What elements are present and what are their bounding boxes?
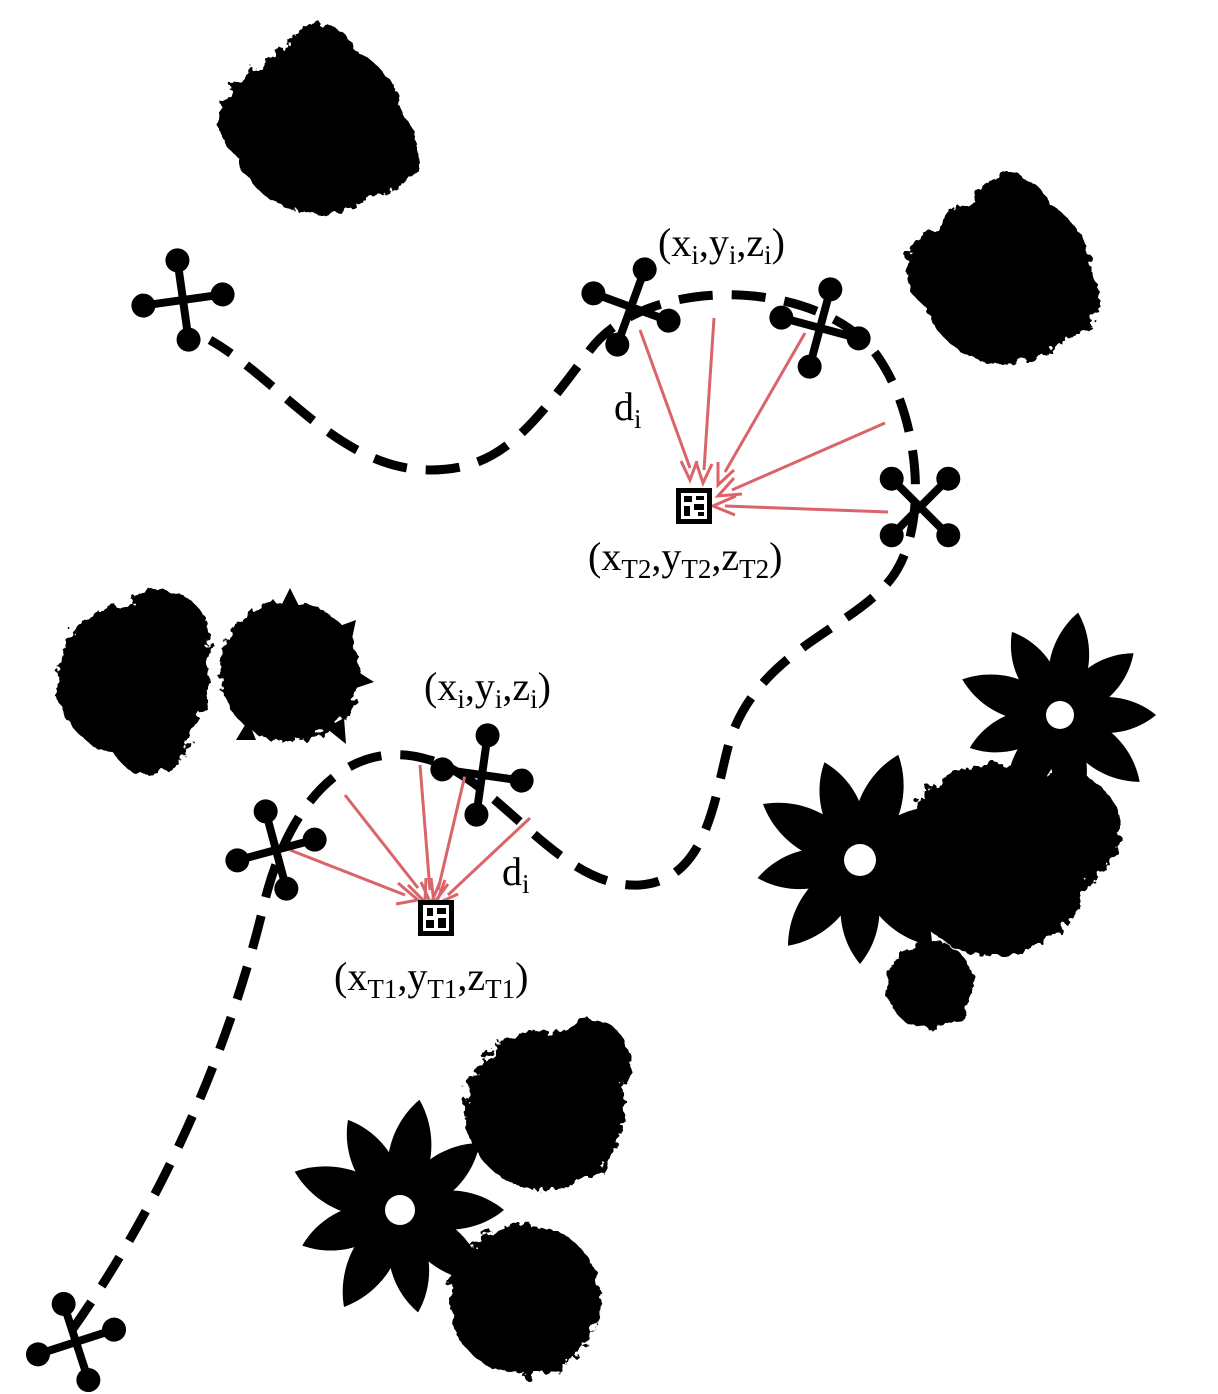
quadcopter-icon	[879, 466, 961, 548]
target1-position-label: (xT1,yT1,zT1)	[334, 954, 528, 1004]
measurement-rays-t1	[289, 764, 532, 908]
tree-canopy-icon	[752, 609, 1156, 1029]
tree-canopy-icon	[220, 588, 374, 744]
measurement-rays-t2	[638, 317, 889, 517]
quadcopter-icon	[25, 1291, 127, 1393]
tree-canopy-icon	[218, 24, 418, 214]
drone-position-label-upper: (xi,yi,zi)	[658, 220, 785, 270]
tree-canopy-icon	[287, 1020, 630, 1376]
distance-label-lower: di	[502, 849, 530, 899]
drone-position-label-lower: (xi,yi,zi)	[424, 664, 551, 714]
quadcopter-icon	[769, 277, 871, 379]
quadcopter-icon	[131, 248, 235, 352]
quadcopter-icon	[430, 723, 534, 827]
aruco-marker-icon	[418, 900, 454, 936]
distance-label-upper: di	[614, 384, 642, 434]
flight-path	[68, 290, 920, 1333]
tree-canopy-icon	[906, 175, 1100, 364]
target2-position-label: (xT2,yT2,zT2)	[588, 534, 782, 584]
quadcopter-icon	[581, 257, 681, 357]
tree-canopy-icon	[56, 590, 210, 775]
aruco-marker-icon	[676, 488, 712, 524]
quadcopter-icon	[225, 799, 327, 901]
